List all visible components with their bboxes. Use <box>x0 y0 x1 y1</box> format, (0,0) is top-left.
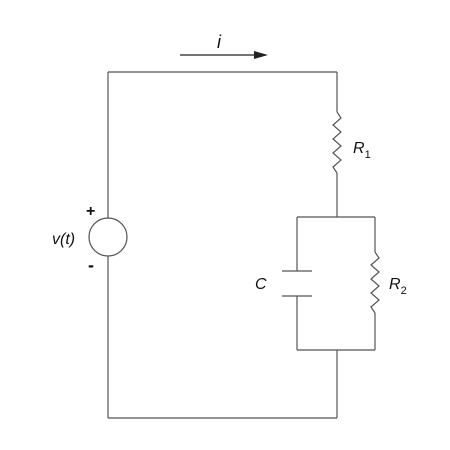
resistor-r1 <box>332 111 342 174</box>
resistor-r2 <box>370 251 380 314</box>
source-minus-sign: - <box>88 255 94 275</box>
current-label: i <box>217 32 222 52</box>
source-label: v(t) <box>52 231 75 248</box>
current-arrow-icon <box>180 51 268 59</box>
r2-label: R2 <box>389 276 407 297</box>
r1-label: R1 <box>353 140 371 161</box>
capacitor-label: C <box>255 276 267 293</box>
voltage-source <box>88 217 128 257</box>
source-plus-sign: + <box>86 203 95 220</box>
